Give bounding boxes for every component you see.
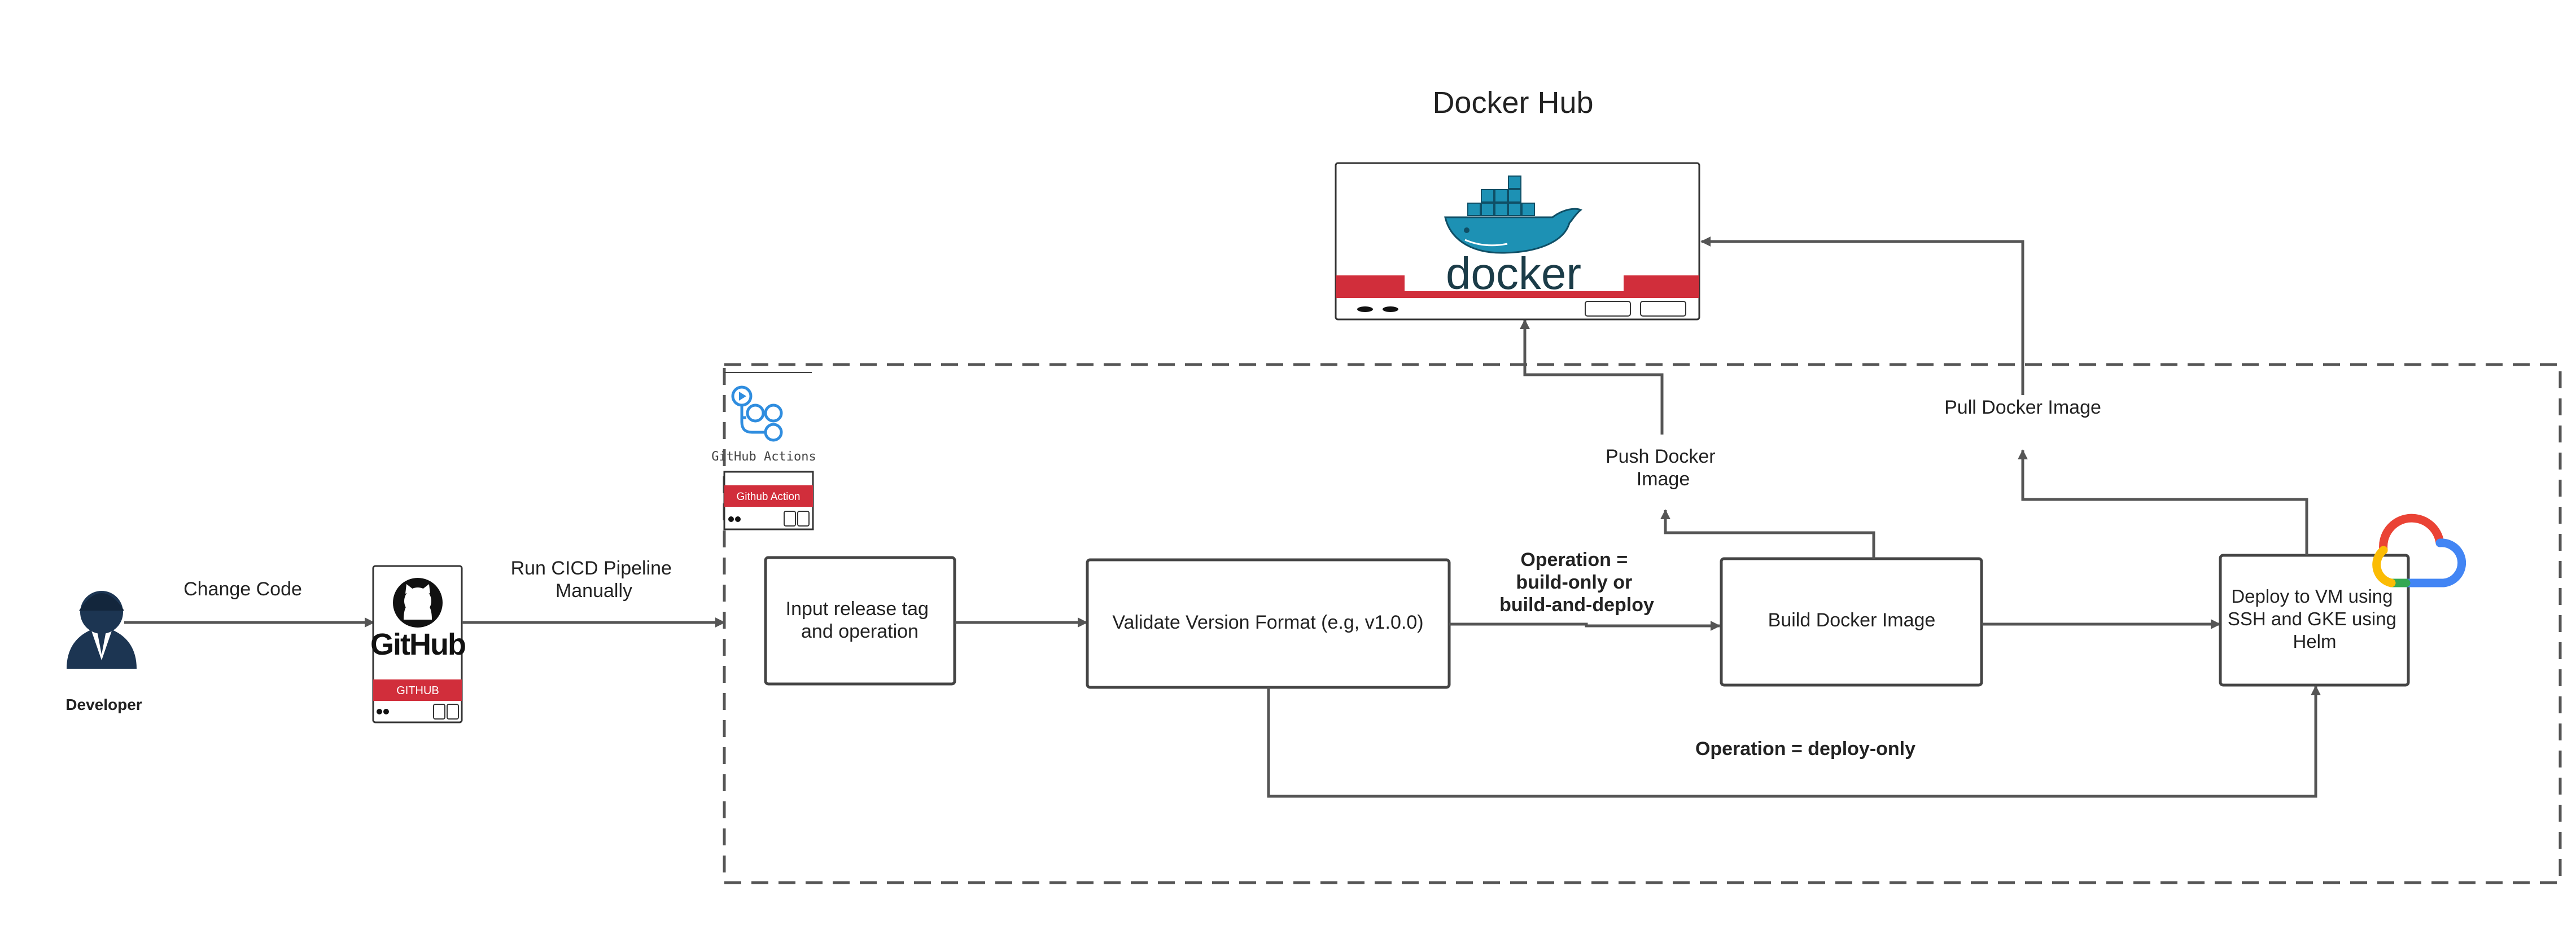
node-deploy-line2: SSH and GKE using [2228, 608, 2396, 629]
label-push-image: Push Docker Image [1606, 446, 1721, 490]
node-input-release-tag [764, 556, 956, 686]
label-operation-build-line3: build-and-deploy [1499, 594, 1654, 616]
label-push-image-line2: Image [1637, 468, 1690, 490]
node-build-label: Build Docker Image [1768, 609, 1936, 631]
label-run-pipeline: Run CICD Pipeline Manually [511, 558, 677, 602]
node-validate-label: Validate Version Format (e.g, v1.0.0) [1112, 612, 1423, 633]
github-actions-title: GitHub Actions [711, 450, 816, 464]
github-actions-card: GitHub Actions Github Action [711, 372, 816, 530]
node-deploy-line3: Helm [2293, 631, 2336, 652]
node-deploy-label: Deploy to VM using SSH and GKE using Hel… [2228, 586, 2402, 652]
edge-deploy-to-pull-label [2018, 449, 2308, 555]
github-card-label: GITHUB [396, 685, 439, 697]
edge-push-to-dockerhub [1520, 319, 1664, 435]
docker-logo-text: docker [1446, 248, 1581, 299]
node-deploy [2219, 554, 2410, 687]
label-push-image-line1: Push Docker [1606, 446, 1716, 467]
label-pull-image: Pull Docker Image [1944, 397, 2101, 418]
node-deploy-line1: Deploy to VM using [2231, 586, 2393, 607]
github-card: GITHUB GitHub [370, 565, 466, 723]
node-build-docker-image [1720, 557, 1983, 687]
github-octocat-icon [393, 578, 443, 628]
label-run-pipeline-line2: Manually [556, 580, 632, 602]
edge-build-to-push-label [1660, 509, 1875, 559]
node-input-line1: Input release tag [786, 598, 929, 620]
developer-label: Developer [65, 696, 142, 713]
github-logo-text: GitHub [370, 628, 465, 661]
node-input-label: Input release tag and operation [786, 598, 934, 642]
label-operation-build-line1: Operation = [1520, 549, 1628, 571]
github-actions-card-label: Github Action [736, 491, 800, 503]
docker-hub-card: docker [1335, 162, 1700, 321]
google-cloud-icon [2372, 514, 2466, 587]
label-change-code: Change Code [183, 578, 302, 600]
label-run-pipeline-line1: Run CICD Pipeline [511, 558, 672, 579]
diagram-title: Docker Hub [1432, 86, 1593, 120]
label-operation-build: Operation = build-only or build-and-depl… [1499, 549, 1654, 616]
github-actions-icon [731, 385, 783, 442]
label-operation-build-line2: build-only or [1516, 572, 1632, 593]
edge-pull-from-dockerhub [1700, 236, 2024, 395]
node-input-line2: and operation [801, 621, 919, 642]
developer-icon [67, 591, 137, 669]
label-operation-deploy: Operation = deploy-only [1695, 738, 1915, 760]
edge-validate-to-build [1449, 621, 1721, 631]
docker-whale-icon [1444, 176, 1582, 254]
edge-deploy-only [1267, 685, 2321, 798]
